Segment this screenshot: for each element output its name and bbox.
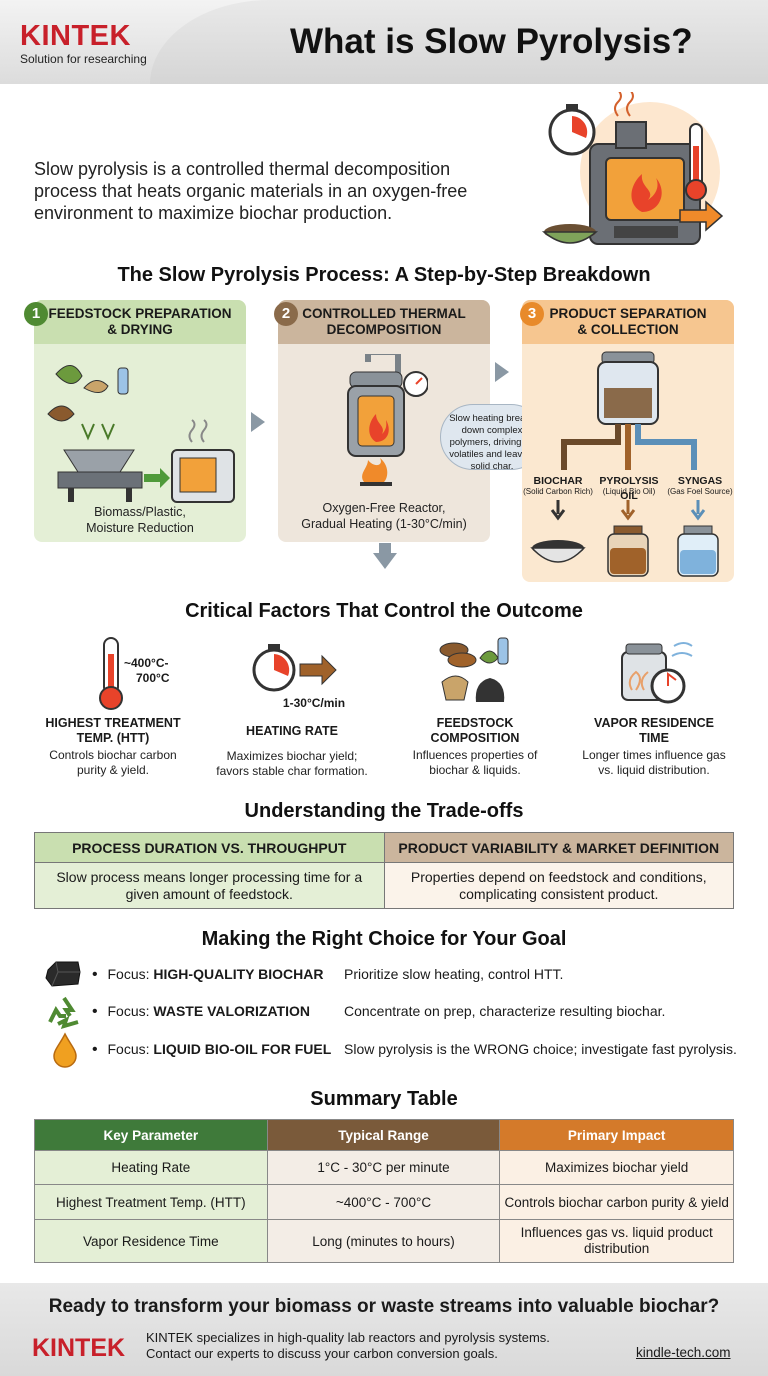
header-wave xyxy=(150,0,768,84)
step-3-title-line1: PRODUCT SEPARATION xyxy=(549,306,707,321)
stopwatch-arrow-icon xyxy=(252,644,337,692)
process-section-title: The Slow Pyrolysis Process: A Step-by-St… xyxy=(117,264,651,286)
arrow-right-icon xyxy=(251,412,265,432)
oil-drop-icon xyxy=(53,1032,77,1068)
page-title: What is Slow Pyrolysis? xyxy=(290,22,693,61)
tradeoffs-section-title: Understanding the Trade-offs xyxy=(244,800,524,822)
recycle-icon xyxy=(48,996,79,1029)
furnace-illustration-icon xyxy=(541,92,724,245)
footer-description: KINTEK specializes in high-quality lab r… xyxy=(146,1330,550,1361)
step-3-number: 3 xyxy=(520,302,544,326)
logo-tagline: Solution for researching xyxy=(20,52,147,66)
step-2-number: 2 xyxy=(274,302,298,326)
factors-section-title: Critical Factors That Control the Outcom… xyxy=(185,600,583,622)
pyrolysis-oil-label: PYROLYSIS OIL xyxy=(599,475,659,502)
step-2-header: CONTROLLED THERMAL DECOMPOSITION xyxy=(278,300,490,344)
summary-header-impact: Primary Impact xyxy=(499,1119,734,1151)
summary-section-title: Summary Table xyxy=(310,1088,458,1110)
footer-website-link[interactable]: kindle-tech.com xyxy=(636,1345,731,1360)
tradeoffs-table: PROCESS DURATION VS. THROUGHPUT PRODUCT … xyxy=(34,832,734,909)
syngas-label: SYNGAS xyxy=(677,475,723,487)
choice-row-waste: • Focus: WASTE VALORIZATION Concentrate … xyxy=(92,1003,666,1020)
kintek-logo[interactable]: KINTEK xyxy=(20,20,131,52)
factor-feedstock: FEEDSTOCK COMPOSITION Influences propert… xyxy=(412,716,538,777)
step-1-card: FEEDSTOCK PREPARATION & DRYING Biomass/P… xyxy=(34,300,246,542)
thermometer-icon xyxy=(99,637,123,710)
footer-kintek-logo[interactable]: KINTEK xyxy=(32,1334,126,1362)
summary-header-parameter: Key Parameter xyxy=(34,1119,268,1151)
table-row: Highest Treatment Temp. (HTT) ~400°C - 7… xyxy=(34,1184,734,1220)
feedstock-pile-icon xyxy=(439,637,509,702)
coal-icon xyxy=(45,961,81,987)
step-2-title-line1: CONTROLLED THERMAL xyxy=(302,306,466,321)
heating-rate-badge: 1-30°C/min xyxy=(282,696,346,710)
footer-cta: Ready to transform your biomass or waste… xyxy=(48,1296,720,1317)
step-3-card: PRODUCT SEPARATION & COLLECTION BIOCHAR … xyxy=(522,300,734,582)
tradeoff-header-duration: PROCESS DURATION VS. THROUGHPUT xyxy=(34,832,385,863)
reactor-icon xyxy=(347,354,428,486)
product-containers-icon xyxy=(530,500,719,577)
vapor-timer-icon xyxy=(621,642,693,704)
choice-row-bio-oil: • Focus: LIQUID BIO-OIL FOR FUEL Slow py… xyxy=(92,1041,737,1058)
factor-vapor-residence: VAPOR RESIDENCE TIME Longer times influe… xyxy=(582,716,726,777)
tradeoff-header-variability: PRODUCT VARIABILITY & MARKET DEFINITION xyxy=(383,832,734,863)
summary-header-range: Typical Range xyxy=(266,1119,501,1151)
syngas-sublabel: (Gas Foel Source) xyxy=(667,487,733,496)
footer xyxy=(0,1283,768,1376)
intro-paragraph: Slow pyrolysis is a controlled thermal d… xyxy=(34,159,468,223)
step-1-number: 1 xyxy=(24,302,48,326)
factor-heating-rate: HEATING RATE Maximizes biochar yield; fa… xyxy=(216,724,368,778)
biochar-label: BIOCHAR xyxy=(533,475,583,487)
bubble-text: Slow heating breaks down complex polymer… xyxy=(449,413,535,472)
htt-badge: ~400°C- 700°C xyxy=(124,656,170,685)
summary-table: Key Parameter Typical Range Primary Impa… xyxy=(34,1119,734,1263)
feedstock-drying-icon xyxy=(47,365,235,503)
step-3-header: PRODUCT SEPARATION & COLLECTION xyxy=(522,300,734,344)
step-1-title-line2: & DRYING xyxy=(107,322,173,337)
step-1-caption: Biomass/Plastic, Moisture Reduction xyxy=(86,505,194,535)
step-2-title-line2: DECOMPOSITION xyxy=(326,322,442,337)
step-1-header: FEEDSTOCK PREPARATION & DRYING xyxy=(34,300,246,344)
pyrolysis-oil-sublabel: (Liquid Bio Oil) xyxy=(602,487,656,496)
separator-icon xyxy=(561,351,697,470)
step-2-caption: Oxygen-Free Reactor, Gradual Heating (1-… xyxy=(301,501,467,531)
biochar-sublabel: (Solid Carbon Rich) xyxy=(523,487,593,496)
step-1-title-line1: FEEDSTOCK PREPARATION xyxy=(48,306,232,321)
tradeoff-cell-duration: Slow process means longer processing tim… xyxy=(34,862,385,909)
table-row: Heating Rate 1°C - 30°C per minute Maxim… xyxy=(34,1150,734,1185)
arrow-down-icon xyxy=(373,553,397,569)
table-row: Vapor Residence Time Long (minutes to ho… xyxy=(34,1219,734,1263)
step-3-title-line2: & COLLECTION xyxy=(577,322,679,337)
arrow-right-icon xyxy=(495,362,509,382)
arrow-down-stem xyxy=(379,543,391,555)
tradeoff-cell-variability: Properties depend on feedstock and condi… xyxy=(383,862,734,909)
factor-htt: HIGHEST TREATMENT TEMP. (HTT) Controls b… xyxy=(45,716,181,777)
choices-section-title: Making the Right Choice for Your Goal xyxy=(201,928,567,950)
choice-row-biochar: • Focus: HIGH-QUALITY BIOCHAR Prioritize… xyxy=(92,966,564,983)
